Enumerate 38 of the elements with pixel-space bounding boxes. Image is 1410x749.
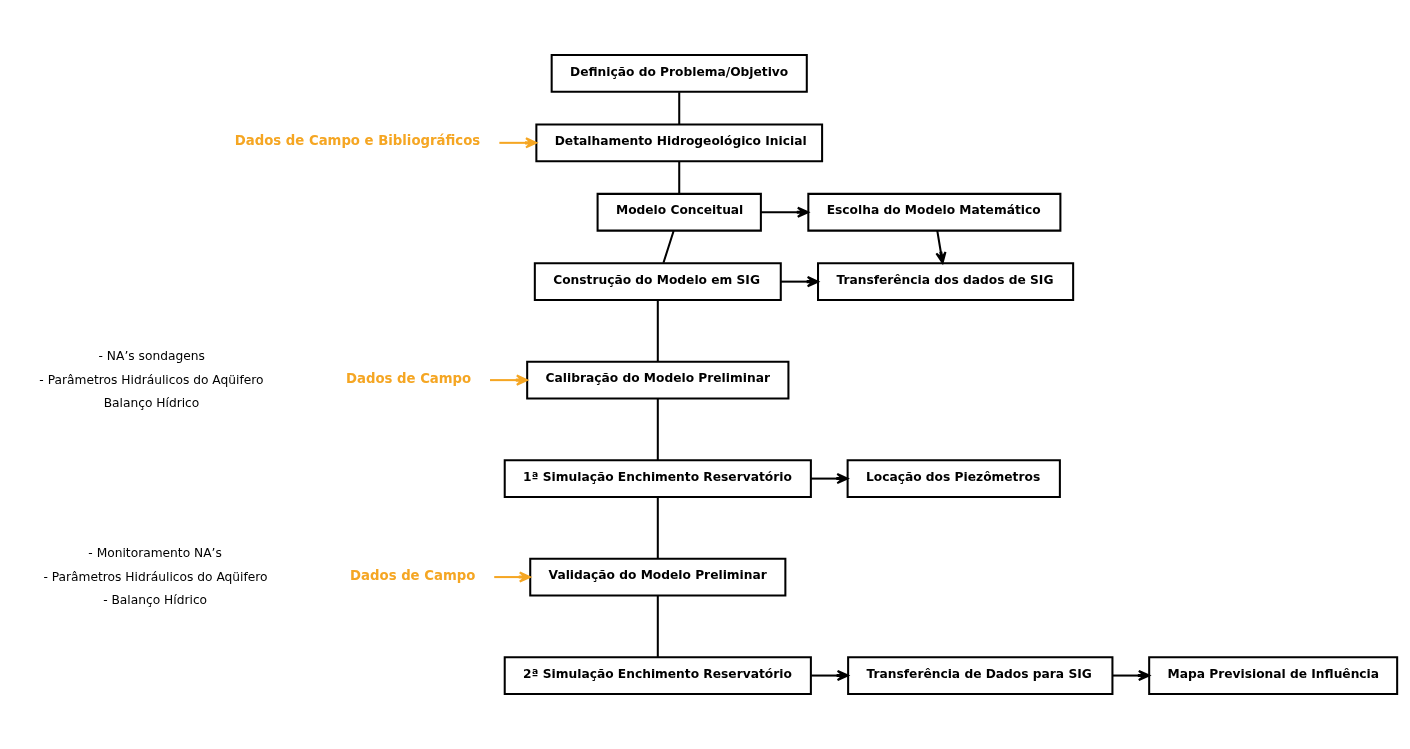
node-box: Locação dos Piezômetros bbox=[846, 459, 1061, 498]
node-box: Construção do Modelo em SIG bbox=[533, 262, 782, 301]
arrow bbox=[1112, 669, 1151, 682]
arrow bbox=[760, 206, 810, 218]
label: Balanço Hídrico bbox=[103, 396, 200, 411]
node-box: Mapa Previsional de Influência bbox=[1148, 656, 1399, 695]
node-box: Calibração do Modelo Preliminar bbox=[526, 360, 790, 400]
arrow bbox=[780, 276, 819, 288]
connector bbox=[656, 497, 659, 559]
node-box: Modelo Conceitual bbox=[596, 192, 762, 232]
label: - Parâmetros Hidráulicos do Aqüifero bbox=[39, 372, 264, 387]
node-box: 1ª Simulação Enchimento Reservatório bbox=[503, 459, 812, 498]
node-text: Dados de Campo e Bibliográficos bbox=[234, 133, 481, 149]
node-text: Dados de Campo bbox=[350, 567, 476, 583]
label: - Balanço Hídrico bbox=[103, 593, 208, 608]
connector bbox=[678, 161, 681, 194]
label: - Parâmetros Hidráulicos do Aqüifero bbox=[43, 569, 268, 584]
label: - NA’s sondagens bbox=[98, 349, 205, 364]
arrow bbox=[494, 571, 531, 583]
connector bbox=[656, 398, 659, 460]
connector bbox=[656, 300, 659, 362]
connector bbox=[662, 230, 675, 264]
node-box: 2ª Simulação Enchimento Reservatório bbox=[503, 656, 812, 695]
connector bbox=[678, 92, 681, 124]
arrow bbox=[935, 230, 947, 264]
arrow bbox=[490, 374, 529, 386]
node-box: Detalhamento Hidrogeológico Inicial bbox=[535, 123, 824, 163]
arrow bbox=[811, 669, 849, 682]
arrow bbox=[499, 137, 538, 149]
node-box: Transferência dos dados de SIG bbox=[817, 262, 1075, 301]
node-box: Transferência de Dados para SIG bbox=[847, 656, 1114, 695]
node-box: Validação do Modelo Preliminar bbox=[529, 557, 787, 597]
node-box: Escolha do Modelo Matemático bbox=[807, 192, 1062, 232]
label: - Monitoramento NA’s bbox=[88, 546, 222, 561]
node-text: Dados de Campo bbox=[346, 370, 472, 386]
connector bbox=[656, 595, 659, 657]
node-box: Definição do Problema/Objetivo bbox=[550, 54, 808, 93]
arrow bbox=[811, 473, 849, 485]
